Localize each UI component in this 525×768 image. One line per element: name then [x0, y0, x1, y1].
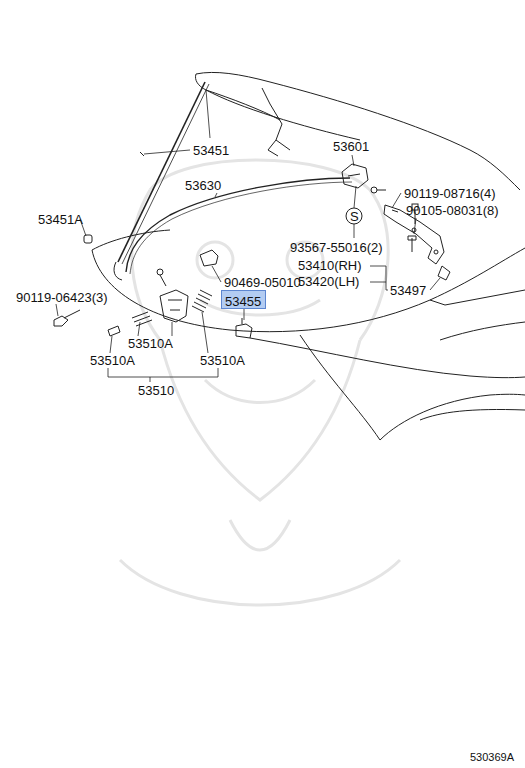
release-lever	[342, 164, 386, 193]
part-number: 53510A	[90, 353, 135, 368]
symbol-circle	[346, 208, 362, 224]
hood-lock	[108, 290, 212, 336]
part-number: 53497	[390, 283, 426, 298]
bolt	[54, 310, 80, 326]
hood-panel	[195, 72, 520, 190]
part-number: 90469-05010	[224, 275, 301, 290]
part-number: 90119-08716(4)	[404, 186, 496, 201]
clip	[200, 250, 218, 266]
watermark-emblem	[120, 160, 400, 605]
part-number: 53601	[333, 139, 369, 154]
part-number: 53410(RH)	[298, 258, 362, 273]
vehicle-body	[92, 230, 525, 440]
highlighted-part-box: 53455	[221, 290, 266, 309]
part-number: 53510A	[200, 353, 245, 368]
part-number: 53455	[225, 294, 261, 309]
part-number: 53510	[138, 383, 174, 398]
hood-bumper	[236, 318, 252, 338]
part-number: 53630	[185, 178, 221, 193]
figure-code: 530369A	[470, 750, 514, 765]
part-number: 53420(LH)	[298, 274, 359, 289]
part-number: 53510A	[128, 336, 173, 351]
part-number: 90119-06423(3)	[16, 290, 108, 305]
part-number: 53451A	[38, 212, 83, 227]
part-number: 90105-08031(8)	[406, 203, 499, 218]
part-number: 53451	[193, 143, 229, 158]
leader-line	[56, 90, 440, 382]
part-number: 93567-55016(2)	[290, 240, 383, 255]
symbol-letter: S	[350, 209, 359, 224]
